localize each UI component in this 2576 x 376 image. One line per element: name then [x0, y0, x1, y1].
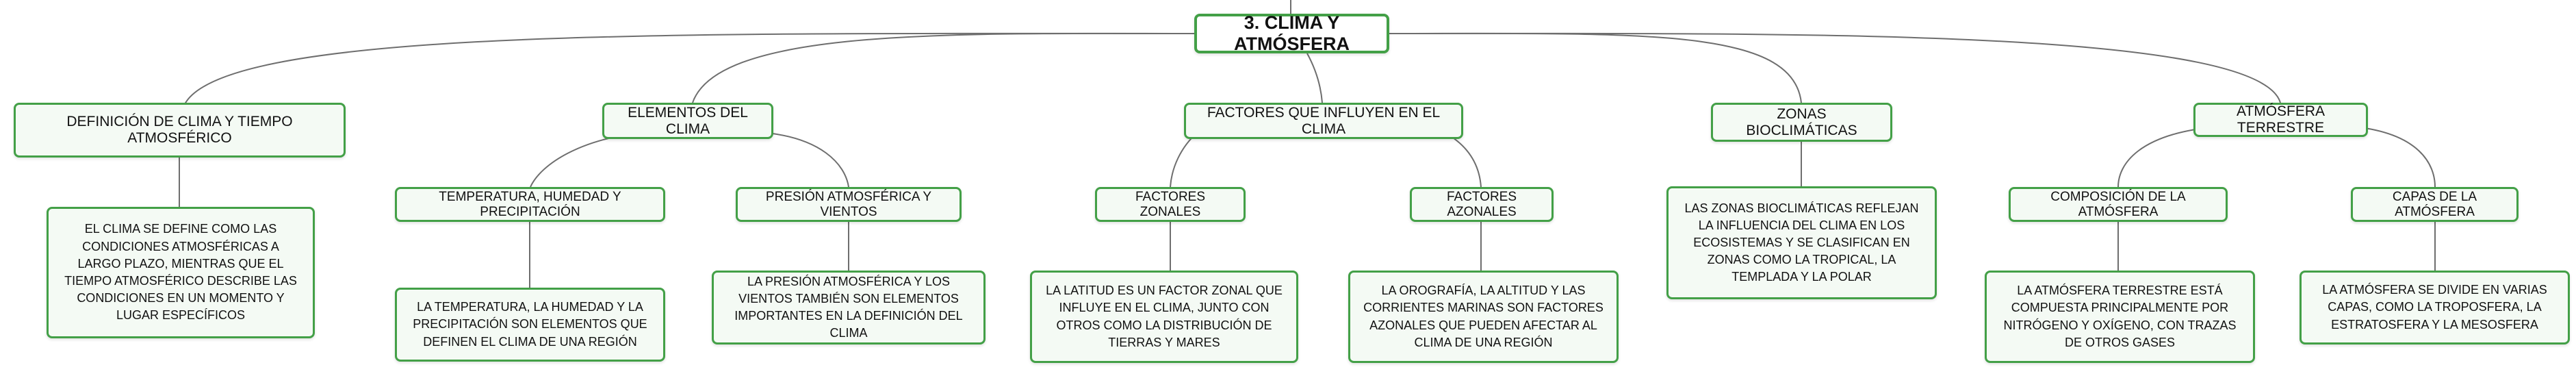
- leaf-zonales-text: La latitud es un factor zonal que influy…: [1046, 284, 1283, 349]
- leaf-zonas-text: Las zonas bioclimáticas reflejan la infl…: [1684, 201, 1919, 284]
- connector-line: [759, 131, 849, 188]
- connector-line: [1170, 131, 1198, 188]
- root-node[interactable]: 3. Clima y atmósfera: [1194, 12, 1389, 54]
- leaf-temperatura-text: La temperatura, la humedad y la precipit…: [413, 300, 647, 349]
- leaf-temperatura[interactable]: La temperatura, la humedad y la precipit…: [395, 288, 665, 362]
- leaf-azonales[interactable]: La orografía, la altitud y las corriente…: [1348, 271, 1619, 363]
- connector-line: [2354, 126, 2436, 188]
- leaf-capas[interactable]: La atmósfera se divide en varias capas, …: [2300, 271, 2570, 344]
- subtopic-capas-label: Capas de la atmósfera: [2392, 189, 2477, 219]
- leaf-presion[interactable]: La presión atmosférica y los vientos tam…: [712, 271, 986, 344]
- connector-line: [1389, 32, 1802, 103]
- connector-line: [530, 131, 651, 188]
- root-node-label: 3. Clima y atmósfera: [1234, 12, 1350, 54]
- subtopic-composicion[interactable]: Composición de la atmósfera: [2009, 187, 2228, 222]
- subtopic-zonales-label: Factores zonales: [1135, 189, 1206, 219]
- topic-factores[interactable]: Factores que influyen en el clima: [1184, 103, 1463, 139]
- subtopic-zonales[interactable]: Factores zonales: [1095, 187, 1246, 222]
- leaf-zonas[interactable]: Las zonas bioclimáticas reflejan la infl…: [1666, 186, 1937, 299]
- leaf-composicion-text: La atmósfera terrestre está compuesta pr…: [2003, 284, 2237, 349]
- connector-line: [692, 32, 1195, 103]
- leaf-composicion[interactable]: La atmósfera terrestre está compuesta pr…: [1985, 271, 2255, 363]
- connector-line: [1443, 131, 1482, 188]
- connector-line: [2117, 126, 2218, 188]
- topic-factores-label: Factores que influyen en el clima: [1207, 104, 1441, 137]
- leaf-definicion-text: El clima se define como las condiciones …: [64, 222, 297, 323]
- topic-elementos-label: Elementos del clima: [628, 104, 748, 137]
- subtopic-presion-label: Presión atmosférica y vientos: [765, 189, 932, 219]
- connector-line: [1389, 32, 2281, 103]
- leaf-capas-text: La atmósfera se divide en varias capas, …: [2322, 283, 2547, 331]
- leaf-presion-text: La presión atmosférica y los vientos tam…: [734, 274, 963, 340]
- topic-definicion[interactable]: Definición de clima y tiempo atmosférico: [14, 103, 346, 158]
- topic-zonas-label: Zonas bioclimáticas: [1746, 105, 1857, 138]
- connector-line: [184, 32, 1195, 105]
- connector-line: [1306, 53, 1323, 103]
- topic-elementos[interactable]: Elementos del clima: [602, 103, 773, 139]
- subtopic-capas[interactable]: Capas de la atmósfera: [2351, 187, 2519, 222]
- topic-atmosfera-label: Atmósfera terrestre: [2236, 103, 2326, 136]
- subtopic-azonales-label: Factores azonales: [1446, 189, 1517, 219]
- subtopic-temperatura-label: Temperatura, humedad y precipitación: [439, 189, 621, 219]
- leaf-definicion[interactable]: El clima se define como las condiciones …: [47, 207, 315, 338]
- subtopic-composicion-label: Composición de la atmósfera: [2050, 189, 2186, 219]
- topic-definicion-label: Definición de clima y tiempo atmosférico: [66, 114, 293, 146]
- leaf-zonales[interactable]: La latitud es un factor zonal que influy…: [1030, 271, 1298, 363]
- topic-zonas[interactable]: Zonas bioclimáticas: [1711, 103, 1892, 142]
- topic-atmosfera[interactable]: Atmósfera terrestre: [2193, 103, 2368, 137]
- leaf-azonales-text: La orografía, la altitud y las corriente…: [1363, 284, 1603, 349]
- subtopic-presion[interactable]: Presión atmosférica y vientos: [736, 187, 962, 222]
- subtopic-temperatura[interactable]: Temperatura, humedad y precipitación: [395, 187, 665, 222]
- subtopic-azonales[interactable]: Factores azonales: [1410, 187, 1554, 222]
